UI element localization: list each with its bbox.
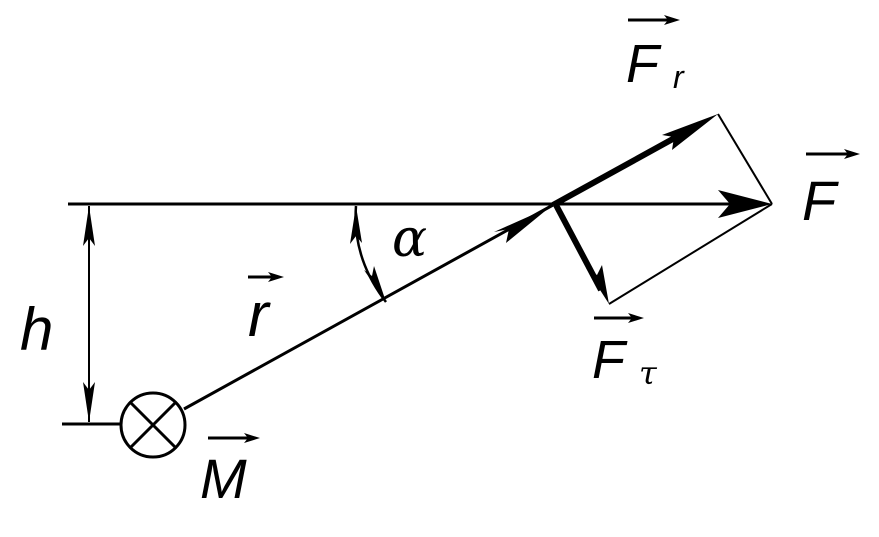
label-Fr-main: F	[626, 34, 662, 94]
r-overbar-arrow	[248, 272, 284, 282]
force-Fr-arrowhead	[662, 114, 718, 150]
Ftau-overbar-arrow	[594, 313, 644, 323]
parallelogram-side-lower	[608, 203, 773, 305]
label-h: h	[20, 296, 53, 363]
label-Ftau-main: F	[592, 330, 628, 390]
M-overbar-arrow	[208, 433, 260, 443]
angle-arc-arrow-top	[350, 206, 362, 244]
force-F-arrowhead	[718, 190, 772, 218]
label-r: r	[248, 281, 271, 350]
label-Ftau: F τ	[592, 330, 658, 392]
height-arrow-top	[83, 206, 95, 246]
circle-cross-icon	[119, 391, 187, 459]
angle-arc-arrow-bottom	[364, 266, 386, 302]
height-arrow-bottom	[83, 382, 95, 422]
radius-vector-arrowhead	[494, 207, 550, 243]
label-alpha: α	[392, 209, 427, 269]
force-Ftau-arrowhead	[586, 265, 609, 304]
angle-arc	[354, 205, 387, 303]
label-Fr-subscript: r	[673, 59, 685, 95]
F-overbar-arrow	[806, 149, 860, 159]
Fr-overbar-arrow	[628, 15, 680, 25]
label-F: F	[802, 169, 839, 232]
radius-vector-line	[183, 203, 554, 411]
label-M: M	[200, 447, 247, 510]
label-Ftau-subscript: τ	[639, 354, 658, 392]
label-Fr: F r	[626, 34, 685, 95]
parallelogram-side-upper	[717, 113, 773, 205]
